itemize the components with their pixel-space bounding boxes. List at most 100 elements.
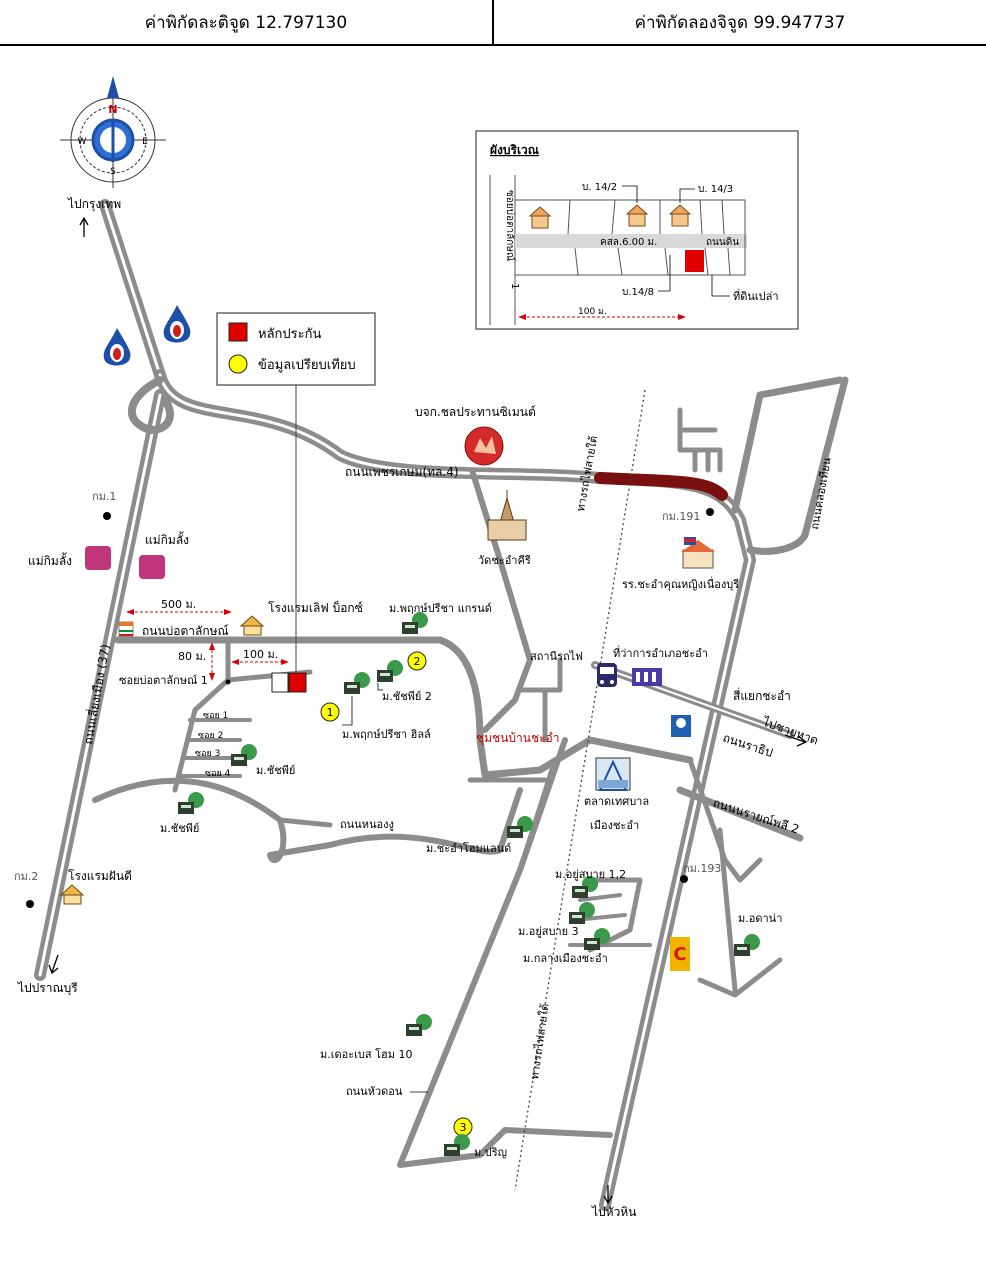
village-icon <box>444 1134 470 1156</box>
rathip-road-label: ถนนราธิป <box>721 731 775 760</box>
school-icon <box>681 537 715 569</box>
nong-ngu-road <box>92 777 523 864</box>
klang-mueang-label: ม.กลางเมืองชะอำ <box>523 952 608 965</box>
soi4-label: ซอย 4 <box>205 769 231 779</box>
pruksa-grand-label: ม.พฤกษ์ปรีชา แกรนด์ <box>389 602 492 615</box>
svg-text:3: 3 <box>460 1121 467 1134</box>
phetkasem-road-label: ถนนเพชรเกษม(ทล.4) <box>345 465 459 479</box>
makro-icon <box>139 555 165 579</box>
khlong-thian-label: ถนนคลองเทียน <box>808 456 834 530</box>
train-icon <box>597 663 617 687</box>
distance-annotations: 500 ม. 80 ม. 100 ม. <box>126 598 289 681</box>
hotel-loft-label: โรงแรมเลิฟ บ็อกซ์ <box>268 600 363 615</box>
odana-label: ม.อดาน่า <box>738 912 782 925</box>
temple-icon <box>487 490 527 541</box>
distance-500: 500 ม. <box>161 598 196 611</box>
svg-text:C: C <box>673 944 686 965</box>
village-icon <box>231 744 257 766</box>
village-icon <box>402 612 428 634</box>
inset-lot-14-8: บ.14/8 <box>622 287 654 298</box>
inset-title: ผังบริเวณ <box>490 143 539 157</box>
compass-e: E <box>142 137 148 147</box>
soi3-label: ซอย 3 <box>195 749 220 759</box>
coordinate-bar: ค่าพิกัดละติจูด 12.797130 ค่าพิกัดลองจิจ… <box>0 0 986 46</box>
village-icon <box>569 902 595 924</box>
cha-am-homeland-label: ม.ชะอำโฮมแลนด์ <box>426 841 511 855</box>
north-arrow-icon <box>107 76 119 98</box>
soi1-label: ซอย 1 <box>203 711 228 721</box>
khlong-thian-road <box>746 376 849 555</box>
km-marker-icon <box>26 900 34 908</box>
arrow-right-icon <box>784 734 808 747</box>
phetkasem-road <box>154 369 756 1211</box>
legend-collateral: หลักประกัน <box>258 327 321 342</box>
km191-label: กม.191 <box>662 510 700 523</box>
arrow-up-icon <box>79 216 89 237</box>
yoo-sabai-12-label: ม.อยู่สบาย 1,2 <box>555 868 626 881</box>
compass-n: N <box>108 103 117 116</box>
mae-kim-lang-label: แม่กิมลั้ง <box>145 531 189 547</box>
village-icons <box>178 612 760 1156</box>
site-plan-inset: ผังบริเวณ ซอยบ่อตาลักษณ์ 1 คสล.6.00 ม. ถ… <box>475 130 799 330</box>
inset-lot-14-3: บ. 14/3 <box>698 184 733 195</box>
hotel-fun-label: โรงแรมฝันดี <box>68 869 132 883</box>
inset-empty-land: ที่ดินเปล่า <box>733 288 779 303</box>
soi2-label: ซอย 2 <box>198 731 223 741</box>
cement-label: บจก.ชลประทานซิเมนต์ <box>415 405 536 419</box>
village-icon <box>584 928 610 950</box>
highlighted-road-segment <box>594 472 728 501</box>
rail-label: ทางรถไฟสายใต้ <box>528 1003 552 1081</box>
district-office-icon <box>632 668 662 686</box>
yoo-sabai-3-label: ม.อยู่สบาย 3 <box>518 925 579 938</box>
village-icon <box>734 934 760 956</box>
inset-road-band <box>515 234 747 248</box>
to-pranburi-label: ไปปราณบุรี <box>17 981 78 996</box>
bo-ta-lak-road <box>114 636 694 779</box>
km-marker-icon <box>706 508 714 516</box>
mae-kim-lang-label: แม่กิมลั้ง <box>28 552 72 568</box>
compass-w: W <box>78 137 87 147</box>
chatchapi-2-label: ม.ชัชพีย์ 2 <box>382 690 432 703</box>
compass-s: S <box>110 167 116 177</box>
market-label: เมืองชะอำ <box>590 819 639 832</box>
legend-box: หลักประกัน ข้อมูลเปรียบเทียบ <box>216 312 376 672</box>
km193-label: กม.193 <box>683 862 721 875</box>
house-icon <box>625 204 649 227</box>
distance-100: 100 ม. <box>243 648 278 661</box>
to-huahin-label: ไปหัวหิน <box>591 1205 636 1219</box>
inset-collateral-lot <box>685 250 704 272</box>
railway-line <box>514 389 646 1191</box>
village-icon <box>344 672 370 694</box>
comparable-swatch-icon <box>228 354 248 374</box>
village-icon <box>377 660 403 682</box>
inset-dirt-road: ถนนดิน <box>706 237 739 248</box>
hua-don-road-label: ถนนหัวดอน <box>346 1085 403 1098</box>
distance-80: 80 ม. <box>178 650 206 663</box>
village-icon <box>572 876 598 898</box>
km1-label: กม.1 <box>92 490 116 503</box>
inset-distance: 100 ม. <box>578 307 607 317</box>
inset-lot-14-2: บ. 14/2 <box>582 182 617 193</box>
village-icon <box>406 1014 432 1036</box>
cement-company-icon <box>464 426 504 466</box>
comparable-marker-2: 2 <box>407 651 427 671</box>
inset-road-width: คสล.6.00 ม. <box>600 237 657 248</box>
wat-label: วัดชะอำคีรี <box>478 554 531 567</box>
narongrit-road-label: ถนนนรายณ์พลี 2 <box>711 796 801 837</box>
km-marker-icon <box>680 875 688 883</box>
nong-ngu-road-label: ถนนหนองงู <box>340 818 394 831</box>
arrow-down-icon <box>603 1185 613 1205</box>
bigc-icon: C <box>670 937 690 971</box>
chatchapi-label: ม.ชัชพีย์ <box>160 822 199 835</box>
arrow-down-icon <box>48 954 59 975</box>
hotel-icon <box>59 884 85 905</box>
collateral-marker <box>288 672 307 693</box>
market-label: ตลาดเทศบาล <box>584 795 649 808</box>
seven-eleven-icon <box>118 621 134 637</box>
bank-icon <box>671 715 691 737</box>
school-label: รร.ชะอำคุณหญิงเนื่องบุรี <box>622 576 739 591</box>
legend-comparables: ข้อมูลเปรียบเทียบ <box>258 357 356 373</box>
soi-bo-ta-lak-1-label: ซอยบ่อตาลักษณ์ 1 <box>119 674 208 687</box>
bo-ta-lak-road-label: ถนนบ่อตาลักษณ์ <box>142 624 229 638</box>
district-office-label: ที่ว่าการอำเภอชะอำ <box>613 645 708 660</box>
